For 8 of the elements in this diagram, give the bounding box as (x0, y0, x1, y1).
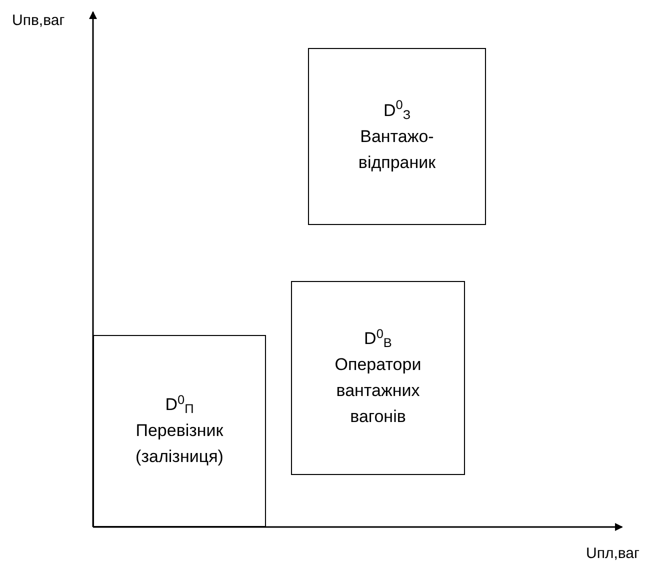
domain-box (308, 48, 486, 225)
domain-name: Оператори вантажних вагонів (334, 354, 422, 428)
axis-label: Uпл,ваг (586, 544, 640, 564)
domain-box (93, 335, 266, 527)
domain-name: Перевізник (залізниця) (134, 420, 224, 468)
domain-box (291, 281, 465, 475)
axis-label: Uпв,ваг (12, 11, 65, 31)
domain-name: Вантажо-відпраник (357, 126, 437, 174)
